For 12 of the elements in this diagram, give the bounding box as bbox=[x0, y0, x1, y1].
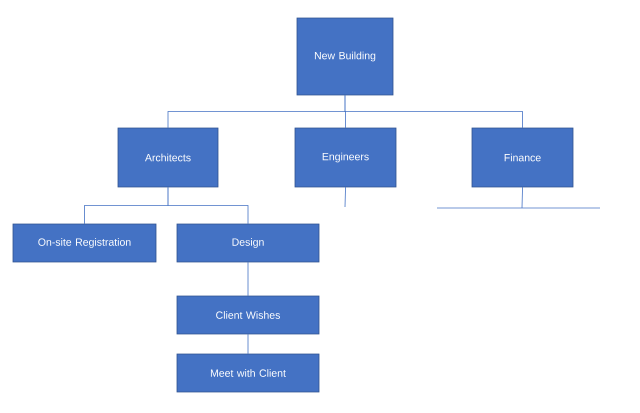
org-box: Client Wishes bbox=[176, 296, 320, 334]
connector-line bbox=[168, 187, 248, 224]
connector-line bbox=[344, 187, 346, 208]
connector-line bbox=[436, 187, 600, 208]
org-box: On-site Registration bbox=[12, 224, 156, 262]
org-box: Meet with Client bbox=[176, 354, 320, 392]
org-box: Engineers bbox=[294, 128, 396, 188]
org-box: Design bbox=[176, 224, 320, 262]
connector-line bbox=[344, 95, 523, 128]
org-box: Finance bbox=[472, 128, 574, 188]
org-box: New Building bbox=[296, 18, 394, 96]
org-box: Architects bbox=[118, 128, 218, 188]
